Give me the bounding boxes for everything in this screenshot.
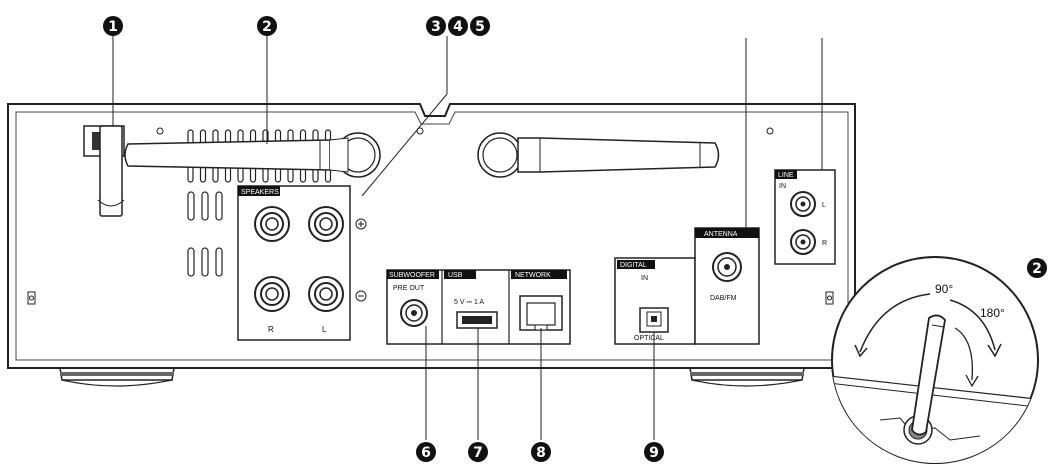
vent-slot [187,191,195,221]
label-network: NETWORK [515,272,551,279]
speaker-terminal-l-minus[interactable] [308,276,344,312]
speaker-terminal-r-minus[interactable] [254,276,290,312]
optical-input-port[interactable] [639,307,669,333]
callout-7: 7 [468,442,488,462]
vent-slot [201,247,209,277]
svg-text:3: 3 [431,19,441,35]
svg-text:6: 6 [421,445,431,461]
antenna-rod-icon [911,314,946,436]
speaker-terminals: SPEAKERS R L [237,185,367,341]
label-dab-fm: DAB/FM [710,295,737,302]
callout-3: 3 [426,16,446,36]
vent-slot [199,165,207,183]
label-line-in: IN [779,183,786,190]
antenna-block: ANTENNA DAB/FM [694,227,760,345]
svg-text:8: 8 [536,445,546,461]
label-digital-in: IN [641,275,648,282]
svg-text:4: 4 [453,19,463,35]
vent-slot [187,247,195,277]
callout-2-detail: 2 [1027,258,1047,278]
svg-text:2: 2 [262,19,272,35]
label-angle-180: 180° [980,306,1005,320]
callout-6: 6 [416,442,436,462]
label-antenna: ANTENNA [704,231,738,238]
network-ethernet-port[interactable] [519,295,563,331]
wireless-antenna-right [477,132,720,178]
line-in-l-jack[interactable] [790,191,816,217]
vent-left [187,191,223,277]
leader-lines [112,36,823,440]
svg-text:1: 1 [108,19,118,35]
label-line-r: R [822,240,827,247]
callout-2: 2 [257,16,277,36]
label-line-l: L [822,202,826,209]
label-line: LINE [778,172,794,179]
svg-text:2: 2 [1032,261,1042,277]
label-speaker-r: R [268,325,274,334]
label-speakers: SPEAKERS [241,189,279,196]
label-subwoofer: SUBWOOFER [389,272,435,279]
vent-bottom [187,165,332,183]
callout-1: 1 [103,16,123,36]
ac-power-inlet [83,125,125,217]
vent-slot [187,165,194,183]
vent-slot [215,191,223,221]
svg-text:7: 7 [473,445,483,461]
vent-slot [215,247,223,277]
dab-fm-antenna-jack[interactable] [712,252,742,282]
label-usb: USB [448,272,463,279]
speaker-terminal-l-plus[interactable] [308,206,344,242]
rotation-arrow-left-icon [854,293,931,358]
label-digital: DIGITAL [620,262,647,269]
vent-slot [201,191,209,221]
callout-9: 9 [644,442,664,462]
callout-5: 5 [470,16,490,36]
speaker-terminal-r-plus[interactable] [254,206,290,242]
line-in-r-jack[interactable] [790,229,816,255]
foot-left [59,367,175,387]
subwoofer-pre-out-jack[interactable] [400,299,428,327]
label-speaker-l: L [322,325,327,334]
rotation-arrow-right-icon [949,299,1002,388]
label-pre-out: PRE OUT [393,285,425,292]
line-in-block: LINE IN L R [774,169,836,265]
callout-4: 4 [448,16,468,36]
plus-symbol-icon [355,218,367,230]
svg-text:5: 5 [475,19,485,35]
callout-8: 8 [531,442,551,462]
digital-input-block: DIGITAL IN OPTICAL [614,257,696,345]
label-usb-rating: 5 V ⎓ 1 A [454,299,484,306]
usb-port[interactable] [456,311,498,329]
foot-right [689,367,805,387]
label-optical: OPTICAL [634,335,664,342]
svg-text:9: 9 [649,445,659,461]
wireless-antenna-left [124,132,381,178]
label-angle-90: 90° [935,282,953,296]
minus-symbol-icon [355,290,367,302]
